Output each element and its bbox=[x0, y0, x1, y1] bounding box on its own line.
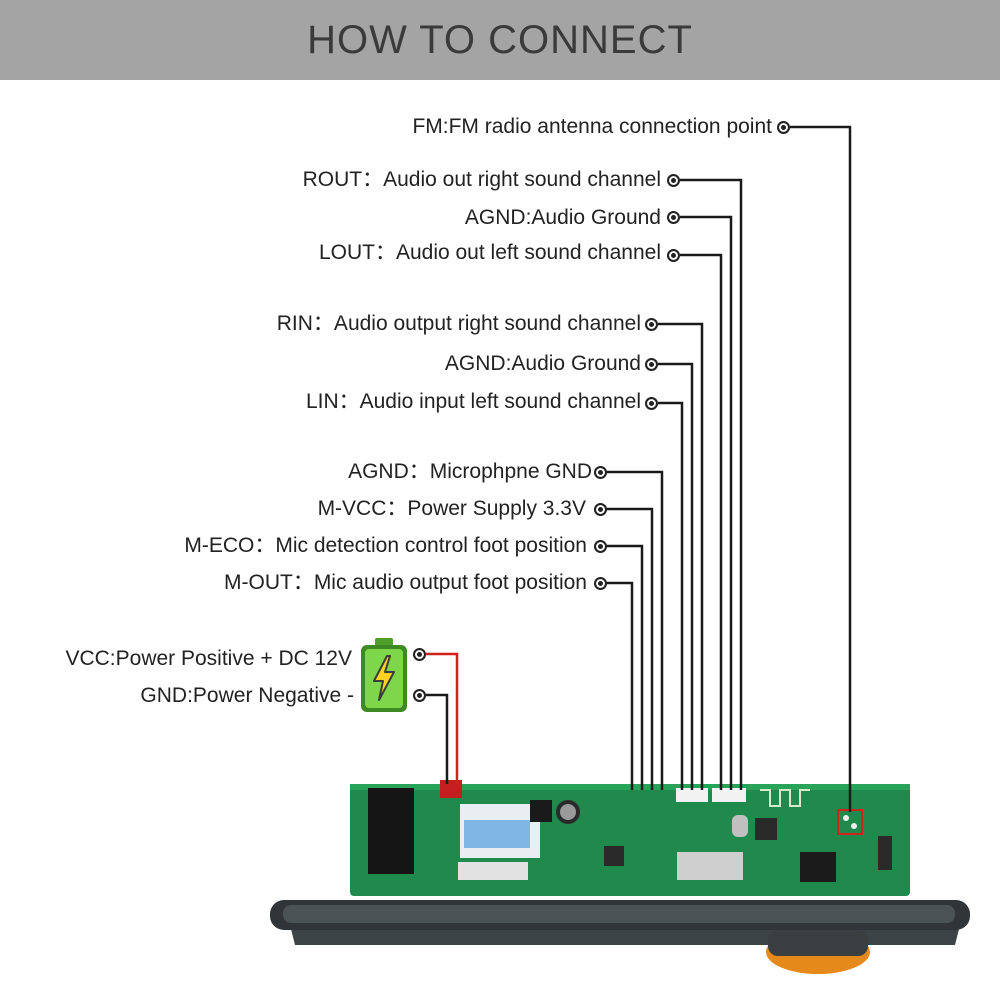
wire-lout bbox=[680, 253, 723, 790]
header-banner: HOW TO CONNECT bbox=[0, 0, 1000, 80]
wire-rout bbox=[680, 178, 743, 790]
pin-label-agnd-audio-2: AGND:Audio Ground bbox=[444, 352, 641, 375]
page-title: HOW TO CONNECT bbox=[307, 17, 693, 62]
wire-m-vcc bbox=[606, 507, 654, 790]
pin-label-lout: LOUT：Audio out left sound channel bbox=[318, 241, 661, 264]
module-board bbox=[270, 780, 970, 974]
terminal-m-vcc-icon bbox=[594, 503, 607, 516]
pin-label-m-eco: M-ECO：Mic detection control foot positio… bbox=[184, 534, 587, 557]
wire-gnd bbox=[426, 693, 449, 784]
terminal-lin-icon bbox=[645, 397, 658, 410]
wire-rin bbox=[658, 322, 704, 790]
terminal-vcc-icon bbox=[413, 648, 426, 661]
battery-charging-icon bbox=[361, 638, 407, 712]
terminal-rin-icon bbox=[645, 318, 658, 331]
pin-label-lin: LIN：Audio input left sound channel bbox=[305, 390, 641, 413]
wire-agnd-1 bbox=[680, 215, 733, 790]
terminal-m-out-icon bbox=[594, 577, 607, 590]
pin-label-rout: ROUT：Audio out right sound channel bbox=[302, 168, 661, 191]
terminal-fm-icon bbox=[777, 121, 790, 134]
wire-agnd-mic bbox=[606, 470, 664, 790]
pin-label-fm: FM:FM radio antenna connection point bbox=[412, 115, 772, 138]
pin-label-rin: RIN：Audio output right sound channel bbox=[276, 312, 641, 335]
terminal-gnd-icon bbox=[413, 689, 426, 702]
pin-label-agnd-mic: AGND：Microphpne GND bbox=[348, 460, 592, 483]
terminal-rout-icon bbox=[667, 174, 680, 187]
terminal-agnd-mic-icon bbox=[594, 466, 607, 479]
wire-agnd-2 bbox=[658, 362, 694, 790]
pin-label-agnd-audio-1: AGND:Audio Ground bbox=[464, 206, 661, 229]
terminal-agnd-2-icon bbox=[645, 358, 658, 371]
pin-label-m-out: M-OUT：Mic audio output foot position bbox=[224, 571, 587, 594]
pin-label-vcc: VCC:Power Positive + DC 12V bbox=[65, 647, 352, 670]
terminal-lout-icon bbox=[667, 249, 680, 262]
wire-fm bbox=[790, 125, 852, 812]
wire-lin bbox=[658, 401, 684, 790]
terminal-m-eco-icon bbox=[594, 540, 607, 553]
wire-vcc bbox=[426, 652, 459, 784]
pin-label-gnd: GND:Power Negative - bbox=[140, 684, 354, 707]
wire-m-eco bbox=[606, 544, 644, 790]
pin-label-m-vcc: M-VCC：Power Supply 3.3V bbox=[317, 497, 586, 520]
wire-m-out bbox=[606, 581, 634, 790]
terminal-agnd-1-icon bbox=[667, 211, 680, 224]
